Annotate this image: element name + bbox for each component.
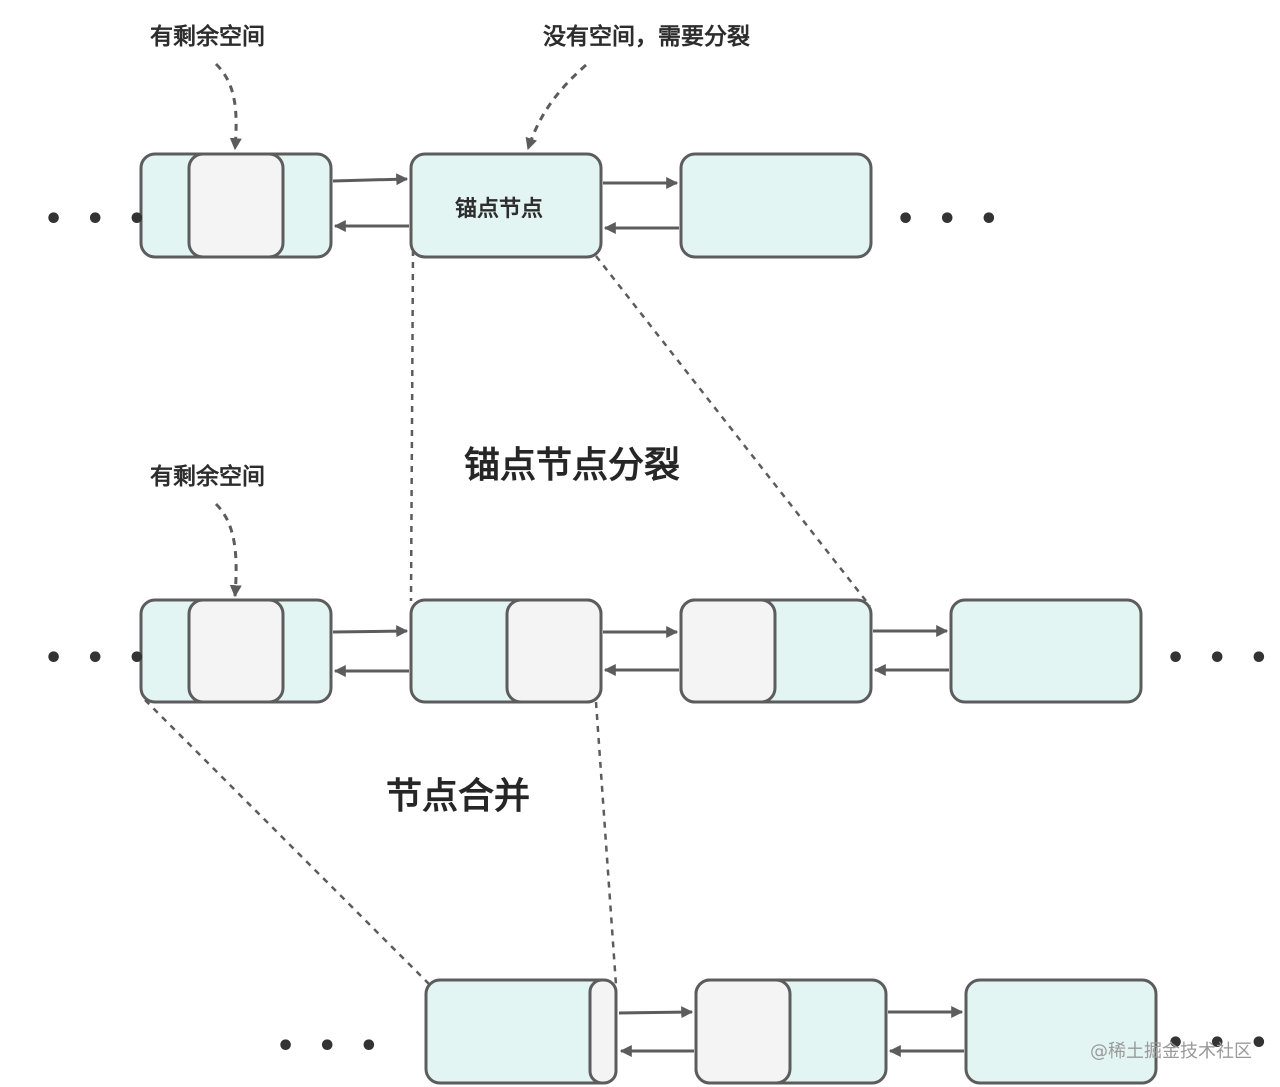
- top-anchor-node: [409, 152, 603, 259]
- pointer-remaining-space-middle: [214, 502, 242, 598]
- top-node-3: [679, 152, 873, 259]
- middle-arrow-1-to-2: [332, 625, 409, 638]
- bottom-merged-node-free-slot: [588, 978, 618, 1085]
- middle-split-node-a-free-slot: [505, 598, 603, 704]
- bottom-node-2-free-slot: [694, 978, 792, 1085]
- ellipsis-top-left: • • •: [44, 202, 153, 237]
- top-row: [139, 62, 873, 259]
- label-anchor-node: 锚点节点: [455, 197, 544, 222]
- watermark-text: @稀土掘金技术社区: [1090, 1041, 1252, 1062]
- heading-node-merge: 节点合并: [386, 776, 531, 817]
- top-node-1-free-slot: [187, 152, 285, 259]
- ellipsis-bottom-left: • • •: [276, 1029, 385, 1064]
- merge-projection-right: [594, 701, 618, 986]
- ellipsis-middle-right: • • •: [1166, 641, 1275, 676]
- ellipsis-top-right: • • •: [896, 202, 1005, 237]
- label-remaining-space-top: 有剩余空间: [150, 24, 265, 50]
- middle-node-4: [949, 598, 1143, 704]
- bottom-arrow-1-to-2: [618, 1006, 694, 1019]
- label-remaining-space-middle: 有剩余空间: [150, 464, 265, 490]
- middle-node-1-free-slot: [187, 598, 285, 704]
- pointer-need-split: [525, 63, 587, 151]
- ellipsis-bottom-right: • • •: [1166, 1026, 1275, 1061]
- split-projection-right: [595, 255, 871, 607]
- split-projection-left: [409, 249, 415, 602]
- bottom-merged-node: [424, 978, 618, 1085]
- middle-row: [139, 502, 1143, 704]
- ellipsis-middle-left: • • •: [44, 641, 153, 676]
- middle-split-node-b-free-slot: [679, 598, 777, 704]
- bottom-node-3: [964, 978, 1158, 1085]
- pointer-remaining-space-top: [214, 62, 242, 151]
- bottom-row: [424, 978, 1158, 1085]
- heading-anchor-split: 锚点节点分裂: [464, 445, 681, 486]
- top-arrow-1-to-anchor: [332, 173, 409, 186]
- label-no-space-need-split: 没有空间，需要分裂: [543, 24, 750, 50]
- merge-projection-left: [144, 699, 431, 986]
